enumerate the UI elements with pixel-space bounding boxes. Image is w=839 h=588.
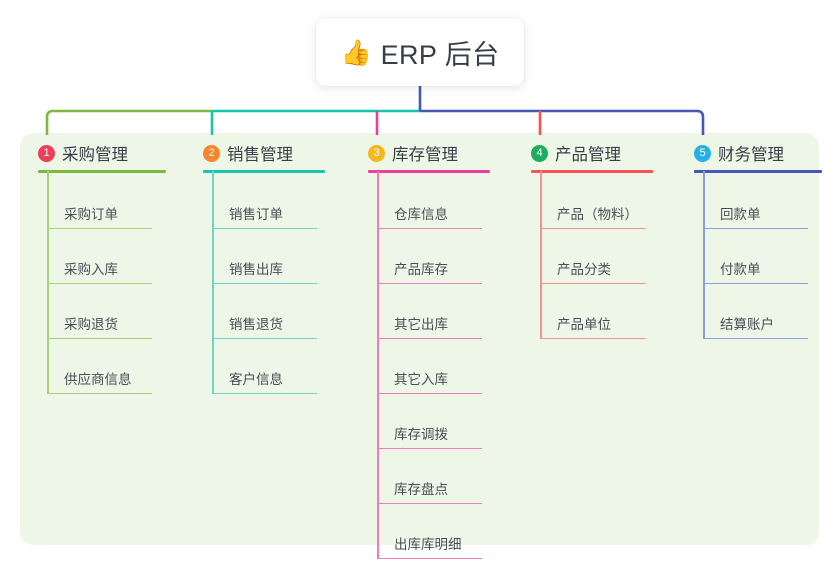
column-stem-5 (703, 171, 705, 339)
leaf-item[interactable]: 出库库明细 (377, 529, 482, 559)
column-rule-1 (38, 170, 166, 173)
leaf-item-rule (212, 227, 317, 229)
leaf-item-rule (377, 282, 482, 284)
leaf-item-label: 销售退货 (229, 317, 283, 332)
leaf-item-rule (47, 337, 152, 339)
leaf-item-label: 销售订单 (229, 207, 283, 222)
leaf-item-label: 销售出库 (229, 262, 283, 277)
leaf-item-label: 采购入库 (64, 262, 118, 277)
leaf-item[interactable]: 付款单 (703, 254, 808, 284)
leaf-item[interactable]: 库存调拨 (377, 419, 482, 449)
leaf-item[interactable]: 采购订单 (47, 199, 152, 229)
leaf-item[interactable]: 销售退货 (212, 309, 317, 339)
column-header-2[interactable]: 2 销售管理 (203, 141, 293, 165)
connector-path (45, 109, 54, 135)
leaf-item-label: 仓库信息 (394, 207, 448, 222)
column-title-3: 库存管理 (392, 146, 458, 164)
leaf-item[interactable]: 其它出库 (377, 309, 482, 339)
column-header-5[interactable]: 5 财务管理 (694, 141, 784, 165)
column-rule-3 (368, 170, 490, 173)
column-title-4: 产品管理 (555, 146, 621, 164)
column-badge-5: 5 (694, 144, 711, 162)
leaf-item-rule (47, 227, 152, 229)
leaf-item-label: 结算账户 (720, 317, 774, 332)
leaf-item[interactable]: 销售出库 (212, 254, 317, 284)
leaf-item-label: 付款单 (720, 262, 761, 277)
leaf-item-label: 产品分类 (557, 262, 611, 277)
column-title-5: 财务管理 (718, 146, 784, 164)
leaf-item-rule (703, 337, 808, 339)
diagram-panel (20, 133, 819, 545)
leaf-item[interactable]: 回款单 (703, 199, 808, 229)
leaf-item-label: 采购订单 (64, 207, 118, 222)
thumbs-up-icon: 👍 (340, 38, 372, 67)
leaf-item-rule (540, 282, 645, 284)
column-badge-2: 2 (203, 144, 220, 162)
connector-path (696, 109, 705, 135)
leaf-item-rule (377, 447, 482, 449)
leaf-item-label: 回款单 (720, 207, 761, 222)
root-node-card[interactable]: 👍 ERP 后台 (316, 18, 524, 86)
column-container: 1 采购管理采购订单采购入库采购退货供应商信息 2 销售管理销售订单销售出库销售退货客… (20, 133, 822, 559)
leaf-item-label: 产品单位 (557, 317, 611, 332)
leaf-item-label: 出库库明细 (394, 537, 462, 552)
leaf-item-label: 库存盘点 (394, 482, 448, 497)
leaf-item-rule (377, 337, 482, 339)
leaf-item[interactable]: 销售订单 (212, 199, 317, 229)
leaf-item[interactable]: 产品库存 (377, 254, 482, 284)
leaf-item[interactable]: 采购入库 (47, 254, 152, 284)
leaf-item[interactable]: 供应商信息 (47, 364, 152, 394)
leaf-item-rule (703, 282, 808, 284)
leaf-item[interactable]: 采购退货 (47, 309, 152, 339)
root-node-title: ERP 后台 (380, 39, 500, 70)
leaf-item-rule (212, 392, 317, 394)
leaf-item-rule (377, 392, 482, 394)
leaf-item-rule (212, 337, 317, 339)
leaf-item[interactable]: 仓库信息 (377, 199, 482, 229)
leaf-item-label: 库存调拨 (394, 427, 448, 442)
column-rule-2 (203, 170, 325, 173)
leaf-item-label: 其它入库 (394, 372, 448, 387)
column-stem-3 (377, 171, 379, 559)
leaf-item-label: 客户信息 (229, 372, 283, 387)
column-title-1: 采购管理 (62, 146, 128, 164)
leaf-item-label: 其它出库 (394, 317, 448, 332)
leaf-item-label: 产品（物料） (557, 207, 638, 222)
leaf-item-rule (703, 227, 808, 229)
column-header-4[interactable]: 4 产品管理 (531, 141, 621, 165)
leaf-item-rule (47, 282, 152, 284)
column-badge-1: 1 (38, 144, 55, 162)
leaf-item-rule (540, 337, 645, 339)
leaf-item-rule (47, 392, 152, 394)
leaf-item-rule (377, 502, 482, 504)
column-badge-4: 4 (531, 144, 548, 162)
leaf-item-rule (540, 227, 645, 229)
leaf-item-label: 供应商信息 (64, 372, 132, 387)
leaf-item[interactable]: 产品（物料） (540, 199, 645, 229)
column-title-2: 销售管理 (227, 146, 293, 164)
column-header-1[interactable]: 1 采购管理 (38, 141, 128, 165)
leaf-item-rule (212, 282, 317, 284)
column-rule-4 (531, 170, 653, 173)
leaf-item[interactable]: 客户信息 (212, 364, 317, 394)
leaf-item[interactable]: 其它入库 (377, 364, 482, 394)
column-stem-4 (540, 171, 542, 339)
leaf-item[interactable]: 产品分类 (540, 254, 645, 284)
leaf-item-label: 采购退货 (64, 317, 118, 332)
leaf-item[interactable]: 结算账户 (703, 309, 808, 339)
column-badge-3: 3 (368, 144, 385, 162)
column-header-3[interactable]: 3 库存管理 (368, 141, 458, 165)
leaf-item-label: 产品库存 (394, 262, 448, 277)
leaf-item[interactable]: 产品单位 (540, 309, 645, 339)
leaf-item[interactable]: 库存盘点 (377, 474, 482, 504)
column-rule-5 (694, 170, 822, 173)
leaf-item-rule (377, 227, 482, 229)
leaf-item-rule (377, 557, 482, 559)
